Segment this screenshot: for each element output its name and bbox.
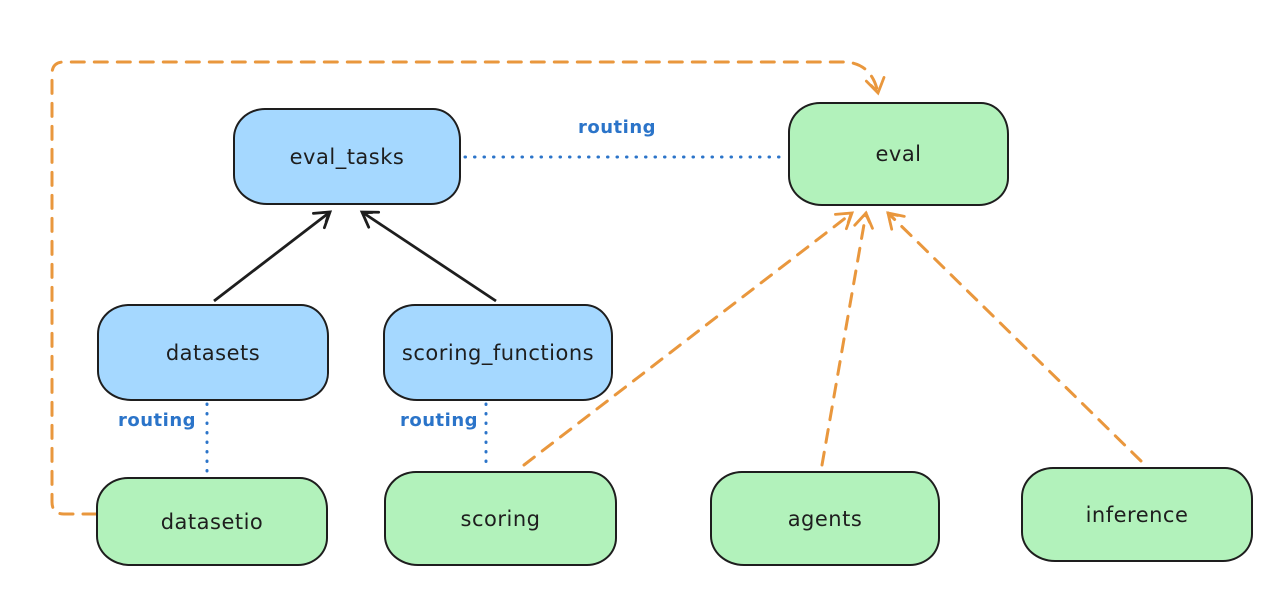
node-datasetio: datasetio	[96, 477, 328, 566]
node-inference-label: inference	[1085, 502, 1189, 527]
edge-scoring-to-eval	[522, 211, 855, 467]
node-scoring-functions: scoring_functions	[383, 304, 613, 401]
routing-label-scoring-functions-scoring: routing	[400, 410, 479, 431]
routing-label-datasets-datasetio: routing	[118, 410, 197, 431]
node-agents: agents	[710, 471, 940, 566]
node-agents-label: agents	[787, 506, 863, 531]
edge-datasetio-to-eval	[50, 60, 886, 516]
node-inference: inference	[1021, 467, 1253, 562]
node-datasetio-label: datasetio	[160, 509, 264, 534]
node-scoring-functions-label: scoring_functions	[401, 340, 595, 365]
node-scoring-label: scoring	[460, 506, 541, 531]
edge-datasets-to-eval-tasks	[213, 210, 333, 303]
node-eval-tasks-label: eval_tasks	[289, 144, 405, 169]
node-eval-label: eval	[875, 142, 922, 166]
node-eval-tasks: eval_tasks	[233, 108, 461, 205]
node-scoring: scoring	[384, 471, 617, 566]
edge-agents-to-eval	[820, 210, 874, 467]
edge-inference-to-eval	[886, 211, 1143, 463]
routing-label-eval-tasks-eval: routing	[578, 117, 657, 138]
node-datasets-label: datasets	[165, 340, 261, 365]
node-eval: eval	[788, 102, 1009, 206]
edge-scoring-functions-to-eval-tasks	[359, 210, 497, 303]
node-datasets: datasets	[97, 304, 329, 401]
